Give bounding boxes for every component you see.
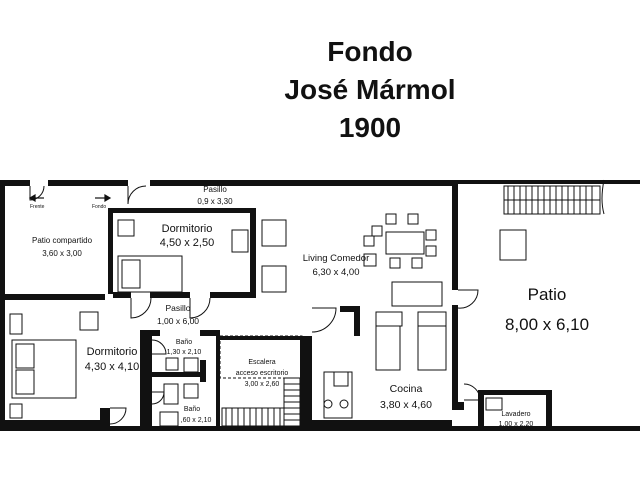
plan-title-line1: Fondo — [327, 36, 413, 67]
plan-title-line2: José Mármol — [284, 74, 456, 105]
lavadero-size: 1,00 x 2,20 — [499, 421, 534, 428]
patio-compartido-name: Patio compartido — [32, 236, 93, 245]
stairs-escalera — [221, 377, 301, 427]
bano-bottom-size: ,60 x 2,10 — [181, 417, 212, 424]
patio-compartido-size: 3,60 x 3,00 — [42, 249, 82, 258]
dormitorio-bottom-size: 4,30 x 4,10 — [85, 361, 139, 373]
fondo-label: Fondo — [92, 204, 106, 210]
cocina-size: 3,80 x 4,60 — [380, 399, 432, 411]
bano-bottom-name: Baño — [184, 406, 200, 413]
dashed-opening — [219, 335, 303, 379]
entrance-arrows — [28, 193, 112, 203]
cocina-name: Cocina — [390, 383, 423, 395]
walls — [0, 180, 640, 431]
bano-top-name: Baño — [176, 339, 192, 346]
dormitorio-bottom-name: Dormitorio — [87, 346, 138, 358]
dormitorio-top-name: Dormitorio — [162, 223, 213, 235]
stairs-patio — [503, 179, 605, 215]
pasillo-mid-name: Pasillo — [165, 303, 190, 313]
escalera-name2: acceso escritorio — [236, 370, 289, 377]
pasillo-top-size: 0,9 x 3,30 — [197, 197, 233, 206]
dormitorio-top-size: 4,50 x 2,50 — [160, 237, 214, 249]
frente-label: Frente — [30, 204, 45, 210]
escalera-name: Escalera — [248, 359, 275, 366]
escalera-size: 3,00 x 2,60 — [245, 381, 280, 388]
plan-title-line3: 1900 — [338, 112, 402, 143]
patio-name: Patio — [528, 285, 567, 304]
patio-size: 8,00 x 6,10 — [505, 315, 589, 334]
living-size: 6,30 x 4,00 — [312, 267, 359, 278]
pasillo-top-name: Pasillo — [203, 185, 227, 194]
lavadero-name: Lavadero — [501, 411, 530, 418]
living-name: Living Comedor — [303, 253, 370, 264]
doors — [29, 185, 481, 425]
bano-top-size: 1,30 x 2,10 — [167, 349, 202, 356]
pasillo-mid-size: 1,00 x 6,00 — [157, 316, 199, 326]
room-labels: Frente Fondo Pasillo 0,9 x 3,30 Patio co… — [30, 185, 589, 428]
furniture — [9, 213, 527, 427]
